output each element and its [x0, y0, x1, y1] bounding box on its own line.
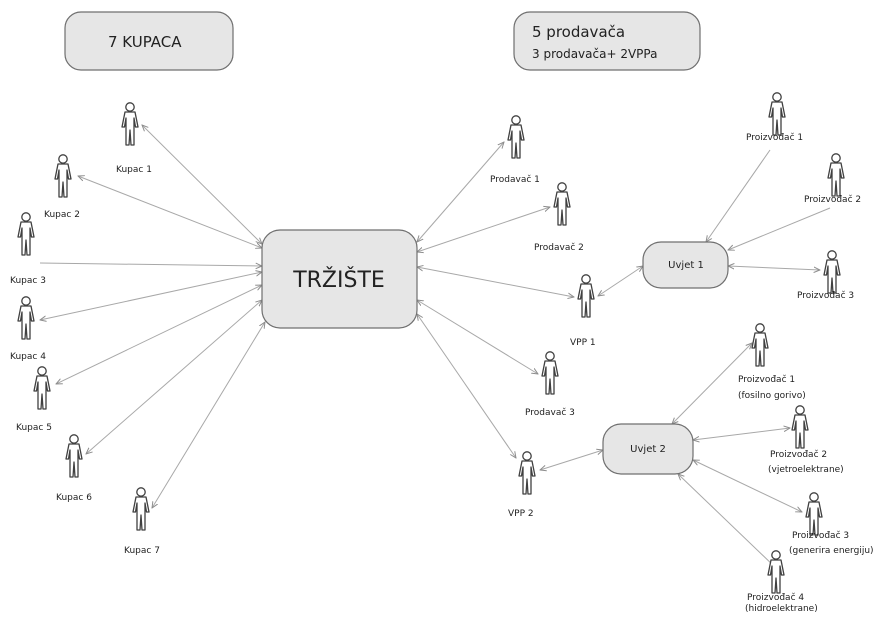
- vpp2-producer-note-1: (fosilno gorivo): [738, 391, 806, 401]
- condition-node-1: Uvjet 1: [642, 241, 729, 289]
- vpp2-connector: [417, 314, 516, 458]
- buyers-header-box: 7 KUPACA: [64, 11, 234, 71]
- seller-1: Prodavač 1: [490, 115, 540, 185]
- seller-3: Prodavač 3: [525, 351, 575, 418]
- vpp2-producer-note-4: (hidroelektrane): [745, 604, 818, 614]
- vpp-label-1: VPP 1: [570, 338, 596, 348]
- buyer-7: Kupac 7: [124, 487, 160, 556]
- vpp1-producer-3: Proizvođač 3: [797, 250, 854, 301]
- buyer-label-3: Kupac 3: [10, 276, 46, 286]
- sellers-header-line2: 3 prodavača+ 2VPPa: [532, 47, 657, 61]
- vpp2-producer-connector-4: [678, 474, 776, 568]
- vpp-1: VPP 1: [570, 274, 596, 348]
- vpp1-producer-connector-1: [706, 149, 771, 242]
- seller-2: Prodavač 2: [534, 182, 584, 253]
- buyer-label-7: Kupac 7: [124, 546, 160, 556]
- buyer-connector-6: [86, 300, 262, 454]
- vpp1-producer-label-3: Proizvođač 3: [797, 290, 854, 301]
- seller-connector-3: [417, 300, 538, 374]
- buyer-4: Kupac 4: [10, 296, 46, 362]
- market-label: TRŽIŠTE: [292, 267, 385, 293]
- vpp2-producer-connector-1: [672, 343, 752, 424]
- market-node: TRŽIŠTE: [261, 229, 418, 329]
- buyer-label-5: Kupac 5: [16, 423, 52, 433]
- vpp1-producer-connector-2: [728, 207, 831, 250]
- buyer-connector-4: [40, 272, 262, 320]
- vpp2-producer-label-3: Proizvođač 3: [792, 530, 849, 541]
- vpp1-producer-1: Proizvođač 1: [746, 92, 803, 143]
- condition-label-2: Uvjet 2: [630, 444, 666, 455]
- buyer-2: Kupac 2: [44, 154, 80, 220]
- condition-label-1: Uvjet 1: [668, 260, 704, 271]
- vpp-label-2: VPP 2: [508, 509, 534, 519]
- buyer-connector-5: [56, 285, 262, 384]
- sellers-header-box: 5 prodavača 3 prodavača+ 2VPPa: [513, 11, 701, 71]
- buyer-connector-1: [142, 125, 262, 244]
- vpp1-producer-label-2: Proizvođač 2: [804, 194, 861, 205]
- buyer-label-1: Kupac 1: [116, 165, 152, 175]
- vpp2-producer-note-3: (generira energiju): [789, 546, 874, 556]
- buyer-6: Kupac 6: [56, 434, 92, 503]
- vpp2-producer-3: Proizvođač 3 (generira energiju): [789, 492, 874, 556]
- vpp2-producer-4: Proizvođač 4 (hidroelektrane): [745, 550, 818, 614]
- vpp1-producer-connector-3: [728, 266, 820, 270]
- buyer-connector-2: [78, 176, 262, 248]
- buyers-header-text: 7 KUPACA: [108, 33, 182, 51]
- buyer-1: Kupac 1: [116, 102, 152, 175]
- seller-label-1: Prodavač 1: [490, 174, 540, 185]
- cond2-vpp2-connector: [540, 450, 603, 470]
- buyer-label-2: Kupac 2: [44, 210, 80, 220]
- buyer-connector-7: [152, 322, 265, 508]
- vpp2-producer-label-1: Proizvođač 1: [738, 374, 795, 385]
- vpp1-connector: [417, 267, 574, 297]
- vpp2-producer-note-2: (vjetroelektrane): [768, 465, 844, 475]
- seller-label-3: Prodavač 3: [525, 407, 575, 418]
- buyer-connector-3: [39, 262, 262, 266]
- connectors: [39, 125, 831, 568]
- vpp-2: VPP 2: [508, 451, 536, 519]
- buyer-label-4: Kupac 4: [10, 352, 46, 362]
- condition-node-2: Uvjet 2: [602, 423, 694, 475]
- vpp1-producer-2: Proizvođač 2: [804, 153, 861, 205]
- buyer-5: Kupac 5: [16, 366, 52, 433]
- vpp2-producer-1: Proizvođač 1 (fosilno gorivo): [738, 323, 806, 401]
- sellers-header-line1: 5 prodavača: [532, 23, 625, 41]
- vpp2-producer-connector-2: [693, 428, 790, 440]
- buyer-label-6: Kupac 6: [56, 493, 92, 503]
- buyer-3: Kupac 3: [10, 212, 46, 286]
- seller-label-2: Prodavač 2: [534, 242, 584, 253]
- cond1-vpp1-connector: [598, 266, 643, 296]
- vpp2-producer-label-2: Proizvođač 2: [770, 449, 827, 460]
- seller-connector-2: [417, 207, 550, 252]
- vpp2-producer-2: Proizvođač 2 (vjetroelektrane): [768, 405, 844, 475]
- vpp2-producer-label-4: Proizvođač 4: [747, 592, 804, 603]
- vpp1-producer-label-1: Proizvođač 1: [746, 132, 803, 143]
